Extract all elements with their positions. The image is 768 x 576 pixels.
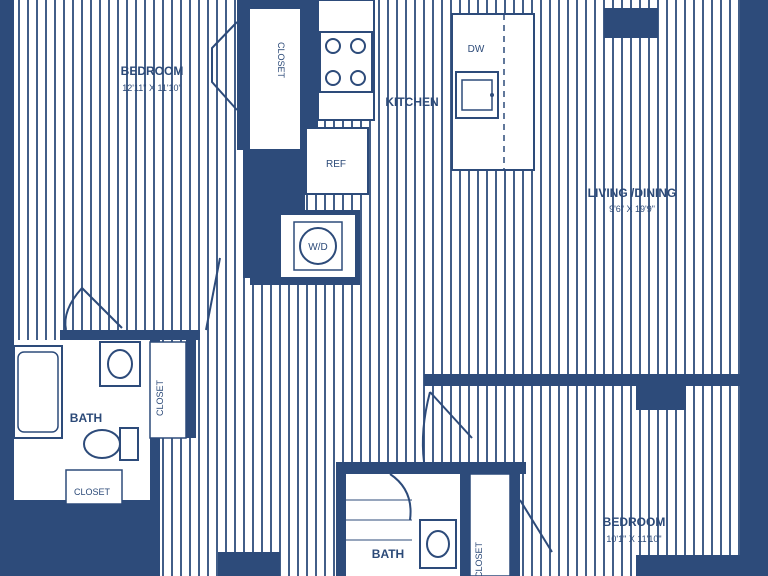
closet-bath-label: CLOSET xyxy=(74,487,111,497)
wd-label: W/D xyxy=(308,242,327,253)
living-dining: LIVING /DINING 9'6" X 19'9" xyxy=(588,186,677,214)
bedroom-2: BEDROOM 10'1" X 11'10" xyxy=(603,515,666,544)
door-swing-icon xyxy=(64,21,553,553)
bedroom-2-dims: 10'1" X 11'10" xyxy=(606,534,661,544)
bath-2-sink-icon xyxy=(419,519,457,569)
refrigerator-icon xyxy=(305,127,369,195)
bedroom-2-name: BEDROOM xyxy=(603,515,666,529)
ref-label: REF xyxy=(326,159,346,170)
range-icon xyxy=(319,31,373,93)
bath-2-name: BATH xyxy=(372,547,404,561)
bath-1-name: BATH xyxy=(70,411,102,425)
closet-bottom xyxy=(469,473,511,576)
bedroom-1-name: BEDROOM xyxy=(121,64,184,78)
bathtub-icon xyxy=(13,345,63,439)
dw-label: DW xyxy=(468,44,485,55)
bedroom-1: BEDROOM 12'11" X 11'10" xyxy=(121,64,184,93)
kitchen-name: KITCHEN xyxy=(385,95,438,109)
toilet-icon xyxy=(83,427,139,461)
closet-bath xyxy=(65,469,123,505)
living-dining-dims: 9'6" X 19'9" xyxy=(609,204,655,214)
bedroom-1-dims: 12'11" X 11'10" xyxy=(122,83,182,93)
bath-1-sink-icon xyxy=(99,341,141,387)
closet-bottom-label: CLOSET xyxy=(474,541,484,576)
closet-top xyxy=(248,7,302,151)
closet-mid xyxy=(149,341,187,439)
bath-2-tile xyxy=(346,499,412,541)
closet-top-label: CLOSET xyxy=(276,42,286,79)
washer-dryer-icon xyxy=(279,213,357,279)
closet-mid-label: CLOSET xyxy=(155,379,165,416)
living-dining-name: LIVING /DINING xyxy=(588,186,677,200)
sink-icon xyxy=(455,71,499,119)
